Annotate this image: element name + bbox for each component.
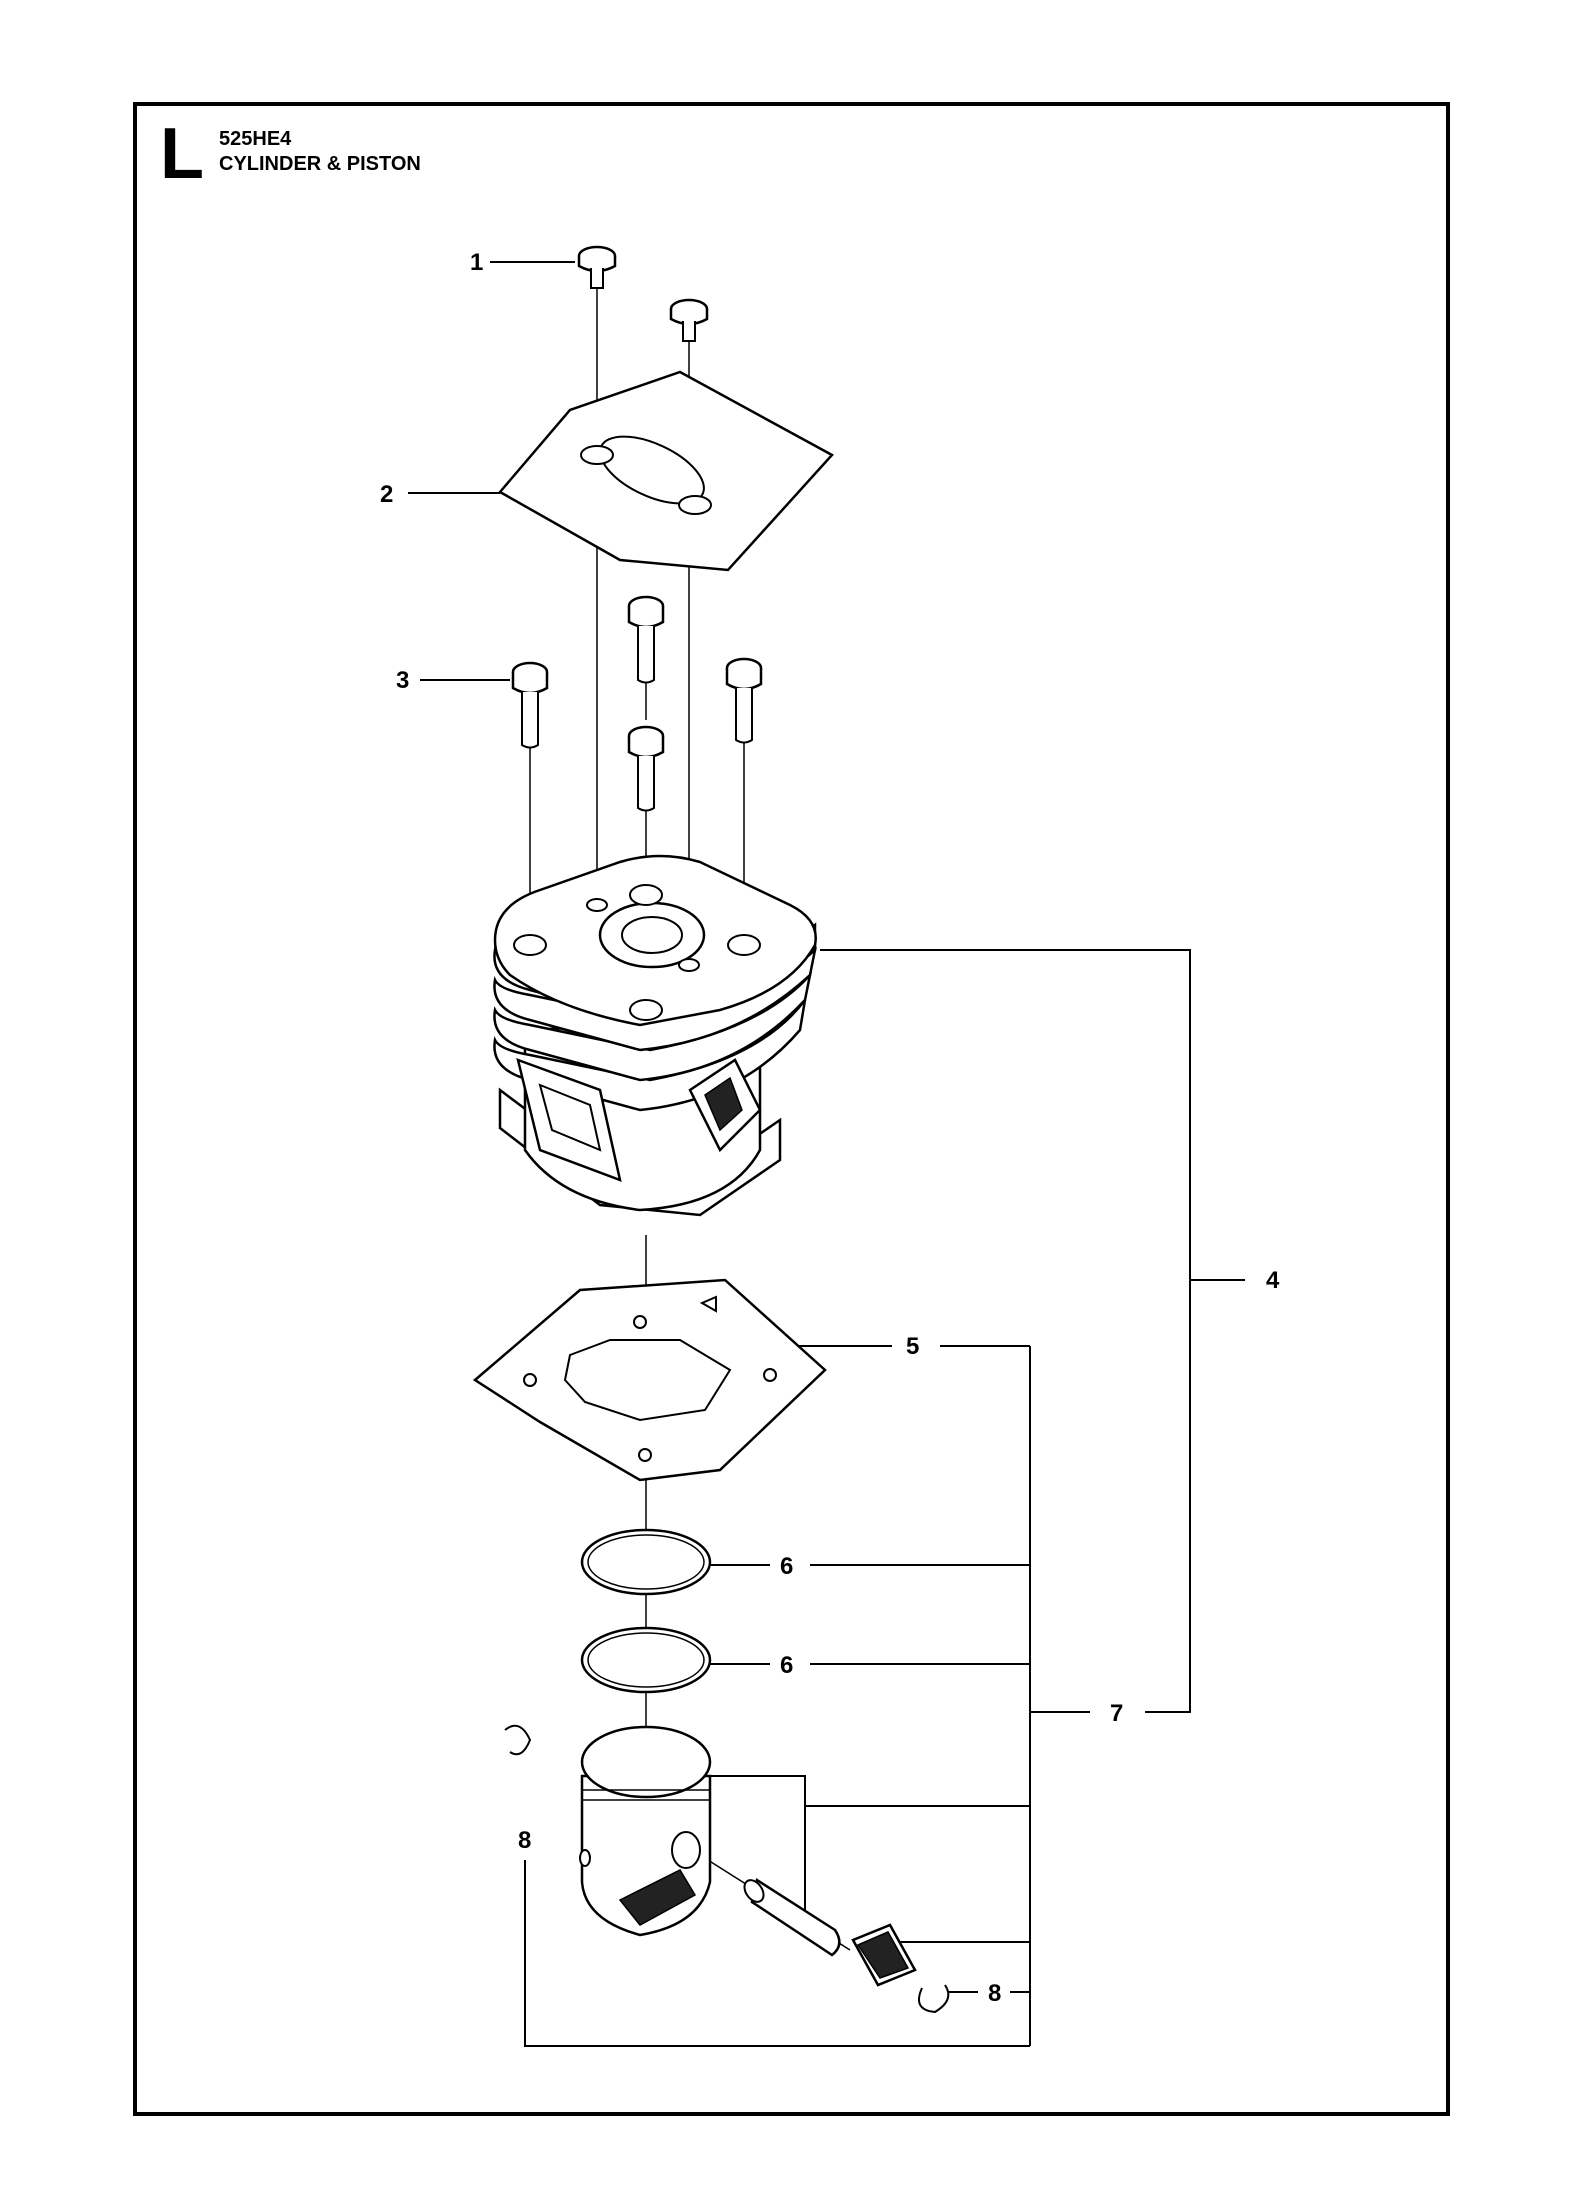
piston-ring-lower [580, 1626, 712, 1694]
screw-top-right [669, 298, 709, 342]
page-frame [133, 102, 1450, 2116]
circlip-left [504, 1724, 532, 1756]
piston-pin [743, 1877, 841, 1957]
cylinder-bolt-3 [725, 657, 763, 744]
callout-5: 5 [906, 1333, 919, 1360]
model-number: 525HE4 [219, 128, 292, 150]
callout-labels: 1 2 3 4 5 6 6 7 8 8 [380, 249, 1280, 2007]
callout-2: 2 [380, 481, 393, 508]
piston-ring-upper [580, 1528, 712, 1596]
callout-6-lower: 6 [780, 1652, 793, 1679]
callout-4: 4 [1266, 1267, 1280, 1294]
callout-3: 3 [396, 667, 409, 694]
needle-bearing [851, 1923, 917, 1987]
circlip-right [918, 1984, 950, 2014]
callout-7: 7 [1110, 1700, 1123, 1727]
cylinder-bolt-4 [627, 725, 665, 812]
callout-1: 1 [470, 249, 483, 276]
section-letter: L [160, 114, 204, 194]
cylinder [493, 854, 817, 1217]
page-title: CYLINDER & PISTON [219, 153, 421, 175]
base-gasket [472, 1278, 827, 1482]
top-gasket [498, 370, 834, 572]
cylinder-bolt-2 [627, 595, 665, 684]
callout-6-upper: 6 [780, 1553, 793, 1580]
callout-8-right: 8 [988, 1980, 1001, 2007]
cylinder-bolt-1 [511, 661, 549, 749]
screw-top-left [577, 245, 617, 289]
callout-8-left: 8 [518, 1827, 531, 1854]
piston [579, 1725, 712, 1937]
